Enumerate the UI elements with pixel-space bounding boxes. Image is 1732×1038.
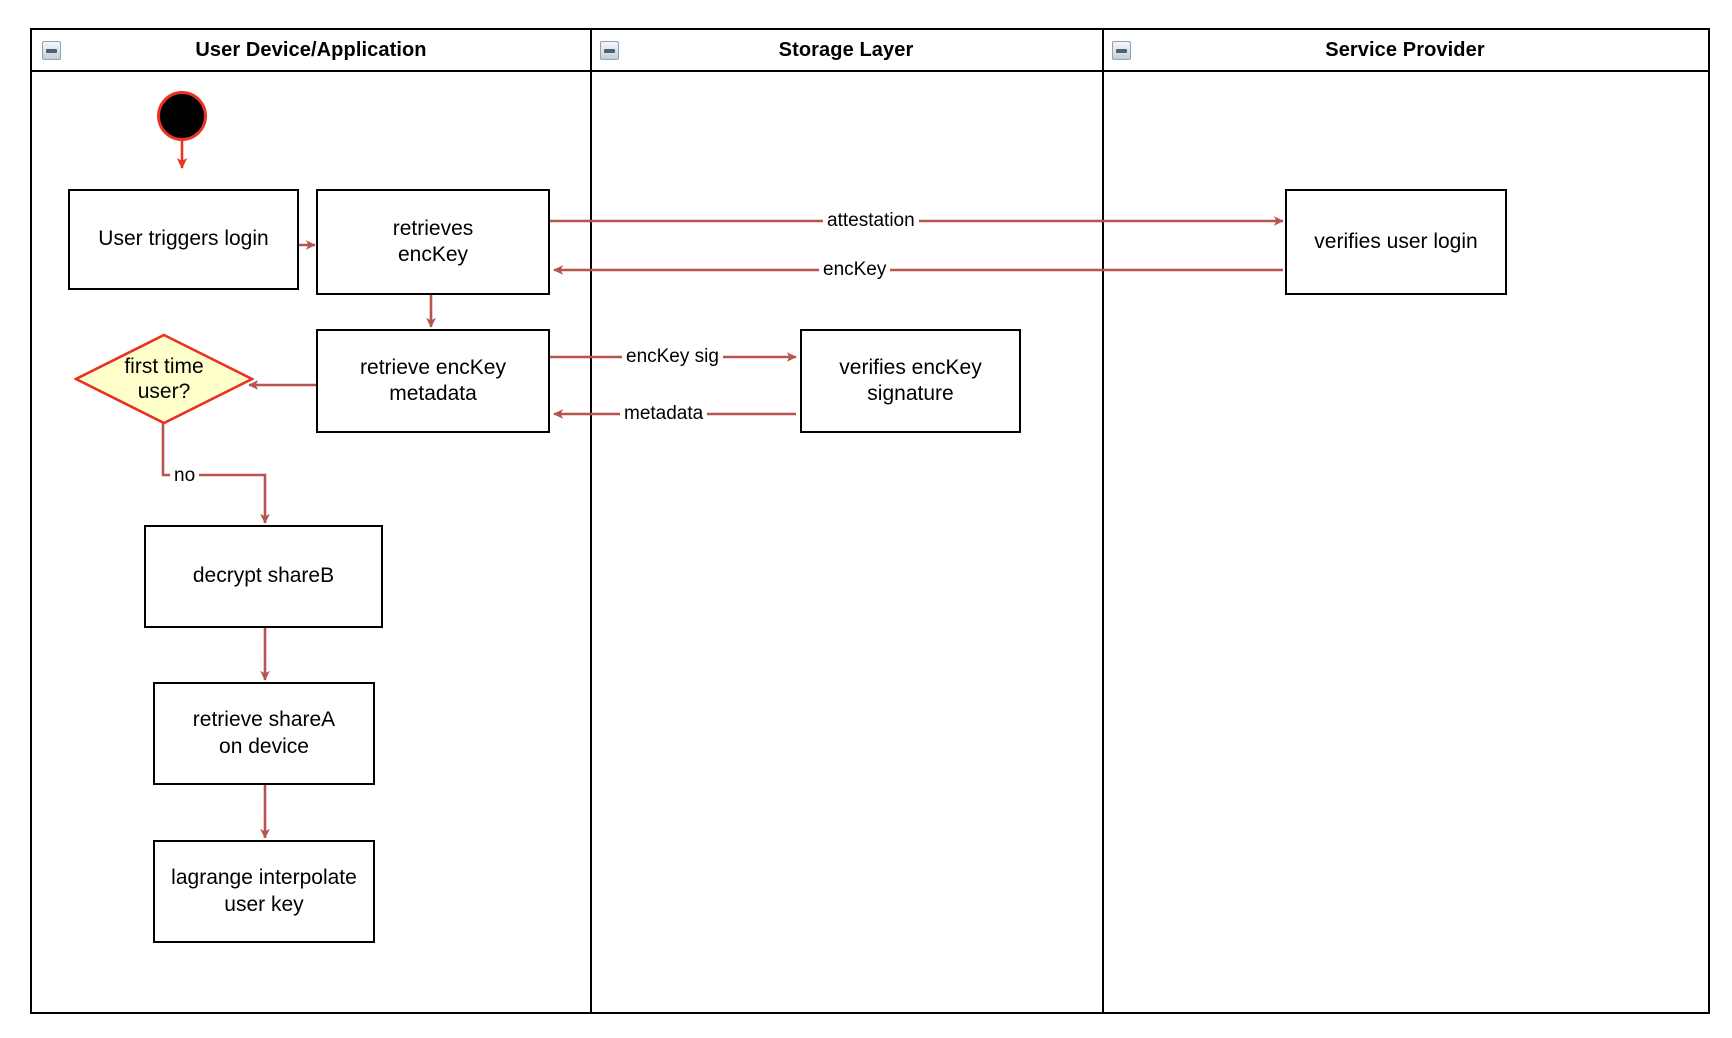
node-label-first-time-user: first time user? [124,354,204,403]
edge-label-attestation: attestation [823,211,919,230]
lane-divider-1 [590,30,592,1012]
node-decrypt-shareb[interactable]: decrypt shareB [144,525,383,628]
node-lagrange-interpolate-user-key[interactable]: lagrange interpolate user key [153,840,375,943]
lane-title-storage: Storage Layer [778,38,914,61]
lane-title-user-device: User Device/Application [195,38,427,61]
collapse-minus-icon[interactable] [600,41,619,60]
edge-label-no: no [170,466,200,485]
lane-header-service-provider[interactable]: Service Provider [1102,30,1708,72]
collapse-minus-icon[interactable] [1112,41,1131,60]
node-retrieve-sharea-on-device[interactable]: retrieve shareA on device [153,682,375,785]
decision-diamond-shape [74,333,254,425]
node-verifies-user-login[interactable]: verifies user login [1285,189,1507,295]
edge-label-enckey: encKey [819,260,891,279]
node-retrieve-enckey-metadata[interactable]: retrieve encKey metadata [316,329,550,433]
lane-title-service-provider: Service Provider [1325,38,1485,61]
node-verifies-enckey-signature[interactable]: verifies encKey signature [800,329,1021,433]
start-node[interactable] [157,91,207,141]
node-user-triggers-login[interactable]: User triggers login [68,189,299,290]
node-first-time-user[interactable]: first time user? [74,333,254,425]
collapse-minus-icon[interactable] [42,41,61,60]
node-retrieves-enckey[interactable]: retrieves encKey [316,189,550,295]
lane-header-user-device[interactable]: User Device/Application [32,30,590,72]
lane-header-storage[interactable]: Storage Layer [590,30,1102,72]
lane-divider-2 [1102,30,1104,1012]
edge-label-enckey-sig: encKey sig [622,347,723,366]
edge-label-metadata: metadata [620,404,708,423]
